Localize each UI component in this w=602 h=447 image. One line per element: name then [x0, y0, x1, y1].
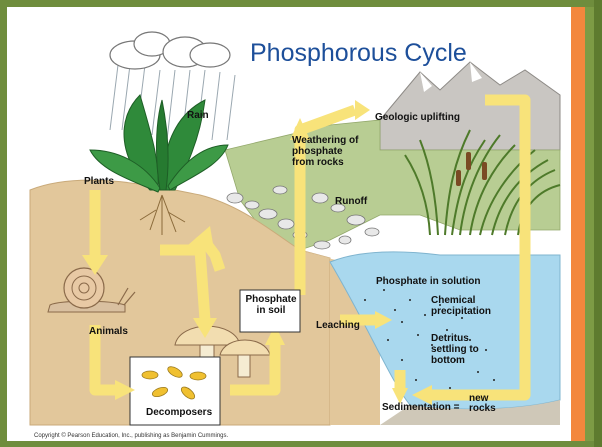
label-detritus-line1: Detritus — [431, 333, 479, 344]
label-rain: Rain — [187, 110, 209, 121]
copyright-notice: Copyright © Pearson Education, Inc., pub… — [34, 433, 434, 445]
label-runoff: Runoff — [335, 196, 367, 207]
label-rocks: rocks — [469, 404, 496, 414]
label-phosphate-soil-line2: in soil — [244, 305, 298, 316]
label-weathering-line2: phosphate — [292, 146, 358, 157]
label-weathering: Weathering of phosphate from rocks — [292, 135, 358, 168]
label-detritus-line2: settling to — [431, 344, 479, 355]
label-detritus-line3: bottom — [431, 355, 479, 366]
label-phosphate-soil-line1: Phosphate — [244, 294, 298, 305]
accent-stripe-olive — [585, 7, 594, 441]
label-sedimentation: Sedimentation = — [382, 402, 460, 413]
label-detritus: Detritus settling to bottom — [431, 333, 479, 366]
label-weathering-line3: from rocks — [292, 157, 358, 168]
label-phosphate-in-solution: Phosphate in solution — [376, 276, 480, 287]
label-phosphate-in-soil: Phosphate in soil — [244, 294, 298, 316]
slide-title: Phosphorous Cycle — [250, 33, 560, 73]
label-chemical-line1: Chemical — [431, 295, 491, 306]
label-chemical-precipitation: Chemical precipitation — [431, 295, 491, 317]
accent-stripe-orange — [571, 7, 585, 441]
accent-stripe-green — [594, 0, 602, 447]
label-new-rocks: new rocks — [469, 394, 496, 414]
label-leaching: Leaching — [316, 320, 360, 331]
label-weathering-line1: Weathering of — [292, 135, 358, 146]
label-plants: Plants — [84, 176, 114, 187]
label-geologic-uplifting: Geologic uplifting — [375, 112, 460, 123]
phosphorus-cycle-diagram — [21, 20, 563, 433]
label-animals: Animals — [89, 326, 128, 337]
label-decomposers: Decomposers — [146, 407, 212, 418]
label-chemical-line2: precipitation — [431, 306, 491, 317]
